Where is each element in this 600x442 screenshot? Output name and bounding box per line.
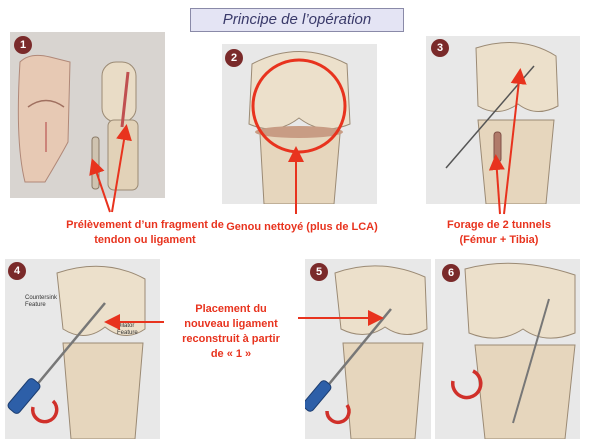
caption-tunnel-drilling: Forage de 2 tunnels (Fémur + Tibia) bbox=[447, 219, 551, 246]
panel-1-tendon-harvest: 1 bbox=[10, 32, 165, 198]
panel-5-number: 5 bbox=[310, 263, 328, 281]
countersink-label: Countersink Feature bbox=[25, 295, 58, 308]
panel-3-number: 3 bbox=[431, 39, 449, 57]
panel-4-number: 4 bbox=[8, 262, 26, 280]
panel-2-number: 2 bbox=[225, 49, 243, 67]
dilator-label: Dilator Feature bbox=[117, 323, 138, 336]
knee-illustration-3 bbox=[426, 36, 580, 204]
panel-5-ligament-fixation: 5 bbox=[305, 259, 431, 439]
knee-illustration-4 bbox=[5, 259, 160, 439]
panel-4-ligament-placement: 4 Countersink Feature Dilator Feature bbox=[5, 259, 160, 439]
knee-illustration-5 bbox=[305, 259, 431, 439]
knee-illustration-1 bbox=[10, 32, 165, 198]
caption-cleaned-knee: Genou nettoyé (plus de LCA) bbox=[226, 221, 378, 233]
panel-2-cleaned-knee: 2 bbox=[222, 44, 377, 204]
knee-illustration-2 bbox=[222, 44, 377, 204]
knee-illustration-6 bbox=[435, 259, 580, 439]
page-title: Principe de l’opération bbox=[190, 8, 404, 32]
panel-6-final-result: 6 bbox=[435, 259, 580, 439]
panel-6-number: 6 bbox=[442, 264, 460, 282]
panel-1-number: 1 bbox=[14, 36, 32, 54]
panel-3-tunnel-drilling: 3 bbox=[426, 36, 580, 204]
caption-ligament-placement: Placement du nouveau ligament reconstrui… bbox=[182, 303, 280, 360]
caption-tendon-harvest: Prélèvement d’un fragment de tendon ou l… bbox=[66, 219, 224, 246]
